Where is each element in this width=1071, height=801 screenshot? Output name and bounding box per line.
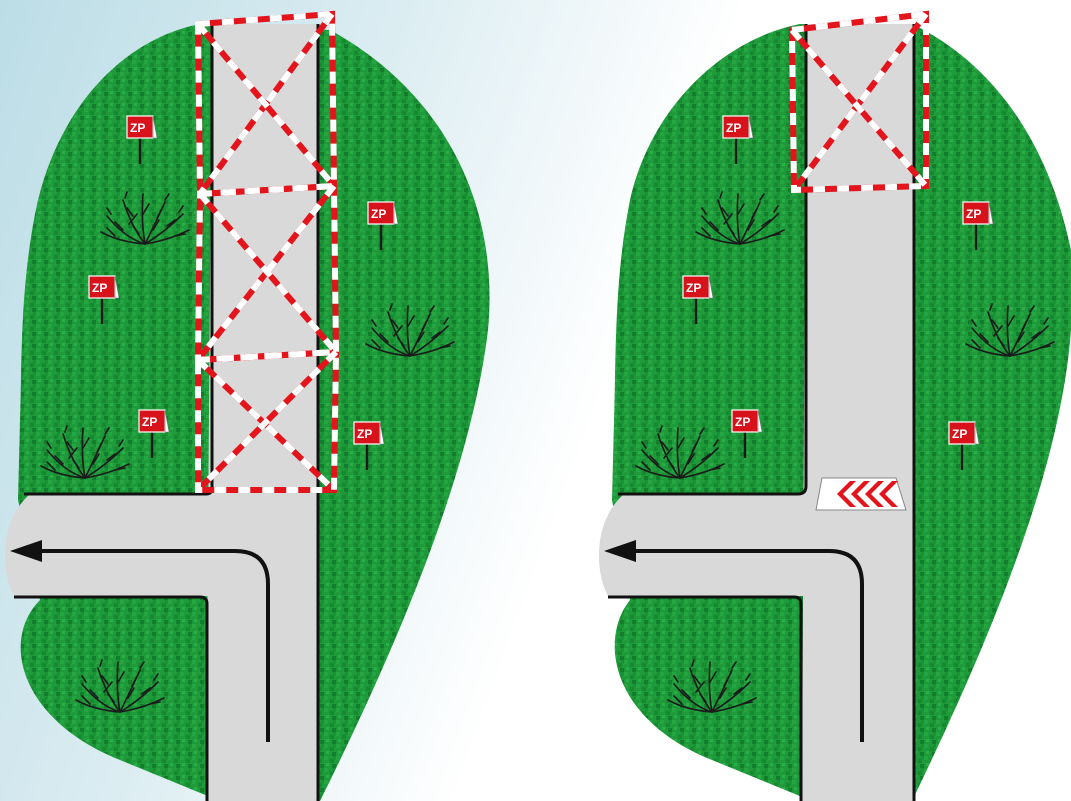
svg-text:ZP: ZP	[966, 207, 981, 221]
svg-text:ZP: ZP	[357, 427, 372, 441]
road-vertical	[206, 24, 318, 801]
svg-text:ZP: ZP	[92, 281, 107, 295]
svg-text:ZP: ZP	[726, 121, 741, 135]
svg-text:ZP: ZP	[686, 281, 701, 295]
panel-right: ZP ZP ZP ZP ZP	[599, 14, 1071, 801]
road-vertical	[802, 24, 914, 801]
svg-text:ZP: ZP	[735, 415, 750, 429]
svg-text:ZP: ZP	[371, 207, 386, 221]
svg-text:ZP: ZP	[142, 415, 157, 429]
svg-text:ZP: ZP	[130, 121, 145, 135]
chevron-direction-sign	[816, 478, 906, 510]
panel-left: ZP ZP ZP ZP ZP	[5, 14, 490, 801]
svg-text:ZP: ZP	[952, 427, 967, 441]
